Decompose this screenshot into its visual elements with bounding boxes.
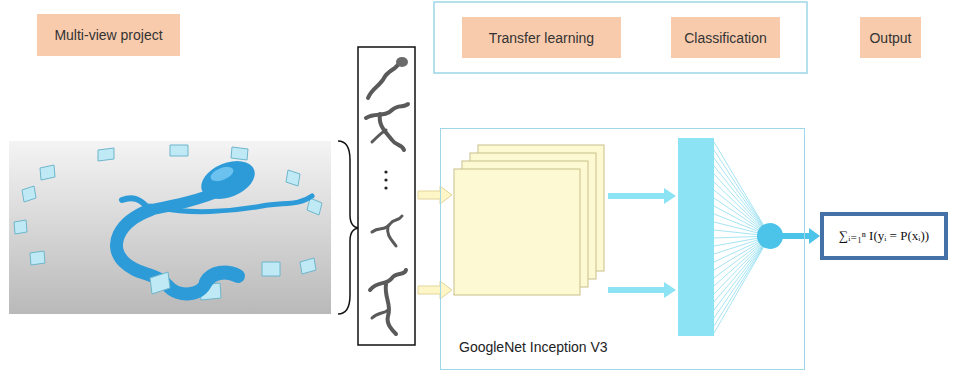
- flow-arrow: [805, 228, 820, 244]
- label-text: Multi-view project: [54, 27, 162, 43]
- label-text: Transfer learning: [489, 30, 594, 46]
- input-arrows: [418, 186, 452, 299]
- stage-label: Classification: [671, 17, 780, 58]
- stage-label: Multi-view project: [37, 14, 180, 56]
- stage-label: Output: [860, 17, 921, 58]
- output-neuron: [757, 223, 783, 249]
- multi-view-scene: [9, 141, 331, 314]
- label-text: Output: [869, 30, 911, 46]
- stage-label: Transfer learning: [462, 17, 621, 58]
- dense-layer: [678, 138, 714, 336]
- view-column: [358, 47, 415, 345]
- label-text: GoogleNet Inception V3: [459, 339, 608, 355]
- network-panel: GoogleNet Inception V3: [440, 128, 805, 370]
- feature-arrows: [608, 188, 676, 298]
- group-outline: [434, 2, 807, 73]
- output-box: ∑ᵢ₌₁ⁿ I(yᵢ = P(xᵢ)): [820, 212, 948, 260]
- label-text: ∑ᵢ₌₁ⁿ I(yᵢ = P(xᵢ)): [839, 228, 929, 244]
- label-text: Classification: [684, 30, 766, 46]
- curly-bracket: [338, 141, 360, 314]
- feature-maps: [454, 145, 604, 295]
- output-stem: [782, 233, 805, 239]
